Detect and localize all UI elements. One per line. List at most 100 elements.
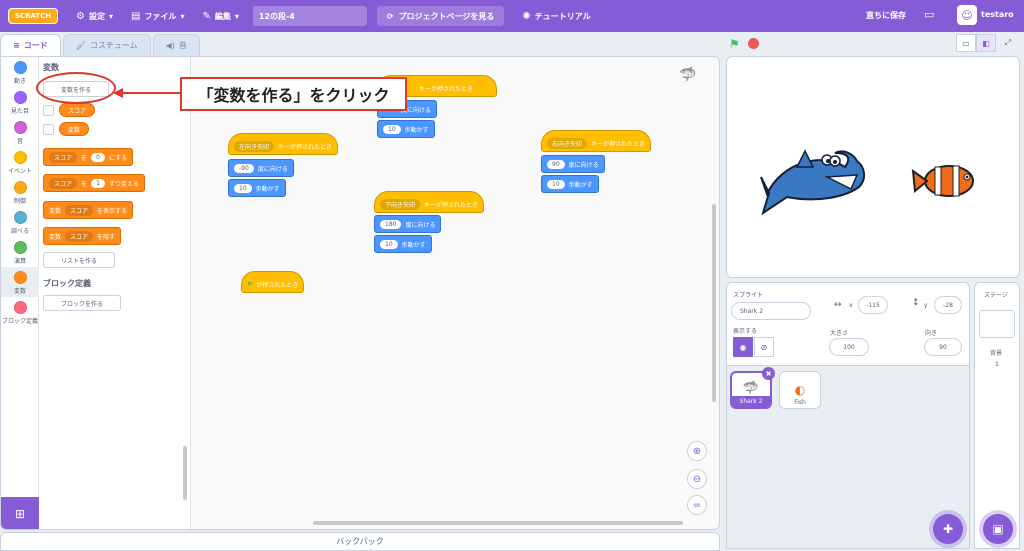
- avatar[interactable]: ☺: [957, 5, 977, 25]
- tutorial-button[interactable]: ✺ チュートリアル: [522, 11, 590, 22]
- variable-dropdown[interactable]: スコア: [49, 177, 78, 189]
- block-text: を表示する: [97, 207, 128, 215]
- when-key-pressed-hat[interactable]: 左向き矢印 キーが押されたとき: [228, 133, 339, 155]
- backdrop-thumb[interactable]: [979, 310, 1015, 338]
- backpack[interactable]: バックパック: [0, 532, 720, 551]
- hide-sprite-button[interactable]: ⊘: [754, 337, 774, 357]
- fullscreen-button[interactable]: ⤢: [998, 34, 1018, 52]
- block-text: キーが押されたとき: [419, 85, 474, 93]
- set-variable-block[interactable]: スコア を 0 にする: [43, 148, 134, 166]
- stop-button[interactable]: [748, 38, 759, 49]
- script-horizontal-scrollbar[interactable]: [313, 521, 683, 525]
- delete-sprite-button[interactable]: ✖: [762, 367, 775, 380]
- category-operators[interactable]: 演算: [1, 241, 39, 265]
- script-area[interactable]: 左向き矢印 キーが押されたとき -90 度に向ける 10 歩動かす キーが押され…: [191, 57, 719, 529]
- annotation-arrow: [116, 92, 180, 94]
- project-page-label: プロジェクトページを見る: [398, 11, 495, 21]
- point-in-direction-block[interactable]: 90 度に向ける: [541, 155, 605, 173]
- move-steps-block[interactable]: 10 歩動かす: [228, 179, 286, 197]
- hide-variable-block[interactable]: 変数 スコア を隠す: [43, 227, 122, 245]
- when-key-pressed-hat[interactable]: 右向き矢印 キーが押されたとき: [541, 130, 652, 152]
- category-events[interactable]: イベント: [1, 151, 39, 175]
- folder-icon[interactable]: ▭: [924, 8, 935, 21]
- settings-menu[interactable]: ⚙ 設定 ▾: [76, 11, 113, 22]
- value-input[interactable]: 10: [234, 183, 252, 193]
- zoom-reset-icon: =: [692, 499, 702, 511]
- category-variables[interactable]: 変数: [1, 267, 39, 297]
- username[interactable]: testaro: [981, 10, 1014, 19]
- file-menu[interactable]: ▤ ファイル ▾: [131, 11, 184, 22]
- zoom-in-button[interactable]: ⊕: [687, 441, 707, 461]
- score-reporter[interactable]: スコア: [59, 103, 96, 117]
- variable-dropdown[interactable]: スコア: [65, 230, 94, 242]
- variable-reporter[interactable]: 変数: [59, 122, 90, 136]
- add-sprite-button[interactable]: ✚: [933, 514, 963, 544]
- category-looks[interactable]: 見た目: [1, 91, 39, 115]
- direction-input[interactable]: 90: [924, 338, 962, 356]
- value-input[interactable]: 180: [380, 219, 402, 229]
- category-sensing[interactable]: 調べる: [1, 211, 39, 235]
- make-block-button[interactable]: ブロックを作る: [43, 295, 121, 311]
- value-input[interactable]: 0: [91, 152, 106, 162]
- key-dropdown[interactable]: 下向き矢印: [380, 198, 421, 210]
- save-now-button[interactable]: 直ちに保存: [866, 11, 906, 20]
- my-blocks-dot-icon: [13, 301, 27, 314]
- tab-sounds[interactable]: ◀) 音: [152, 34, 200, 56]
- sprite-thumb-fish[interactable]: ◐ Fish: [779, 371, 821, 409]
- small-stage-button[interactable]: ▭: [956, 34, 976, 52]
- block-text: 変数: [49, 207, 62, 215]
- show-sprite-button[interactable]: ◉: [733, 337, 753, 357]
- x-input[interactable]: -115: [858, 296, 888, 314]
- tab-costumes[interactable]: 🖌 コスチューム: [62, 34, 151, 56]
- shark-sprite[interactable]: [760, 149, 865, 216]
- make-list-button[interactable]: リストを作る: [43, 252, 115, 268]
- value-input[interactable]: 90: [547, 159, 565, 169]
- point-in-direction-block[interactable]: 180 度に向ける: [374, 215, 442, 233]
- when-key-pressed-hat[interactable]: 下向き矢印 キーが押されたとき: [374, 191, 485, 213]
- zoom-reset-button[interactable]: =: [687, 495, 707, 515]
- stage[interactable]: [726, 56, 1020, 278]
- sprite-name-input[interactable]: Shark 2: [731, 302, 811, 320]
- size-input[interactable]: 100: [829, 338, 869, 356]
- show-variable-block[interactable]: 変数 スコア を表示する: [43, 201, 134, 219]
- zoom-out-button[interactable]: ⊖: [687, 469, 707, 489]
- value-input[interactable]: 1: [91, 178, 106, 188]
- variable-dropdown[interactable]: スコア: [65, 204, 94, 216]
- when-key-pressed-hat[interactable]: キーが押されたとき: [377, 75, 497, 97]
- green-flag-button[interactable]: ⚑: [729, 37, 740, 51]
- variable-checkbox[interactable]: [43, 124, 54, 135]
- move-steps-block[interactable]: 10 歩動かす: [377, 120, 435, 138]
- scratch-logo[interactable]: SCRATCH: [8, 8, 58, 24]
- palette-scrollbar[interactable]: [183, 446, 187, 500]
- key-dropdown[interactable]: 左向き矢印: [234, 140, 275, 152]
- variable-dropdown[interactable]: スコア: [49, 151, 78, 163]
- block-text: 度に向ける: [257, 165, 288, 173]
- add-backdrop-button[interactable]: ▣: [983, 514, 1013, 544]
- category-my-blocks[interactable]: ブロック定義: [1, 301, 39, 325]
- move-steps-block[interactable]: 10 歩動かす: [374, 235, 432, 253]
- category-control[interactable]: 制御: [1, 181, 39, 205]
- value-input[interactable]: 10: [380, 239, 398, 249]
- y-input[interactable]: -28: [934, 296, 962, 314]
- category-motion[interactable]: 動き: [1, 61, 39, 85]
- project-title-input[interactable]: 12の段-4: [252, 6, 367, 26]
- category-sound[interactable]: 音: [1, 121, 39, 145]
- clownfish-sprite[interactable]: [911, 165, 974, 197]
- move-steps-block[interactable]: 10 歩動かす: [541, 175, 599, 193]
- key-dropdown[interactable]: 右向き矢印: [547, 137, 588, 149]
- value-input[interactable]: 10: [547, 179, 565, 189]
- tab-code[interactable]: ≡ コード: [0, 34, 61, 56]
- point-in-direction-block[interactable]: -90 度に向ける: [228, 159, 294, 177]
- sprite-thumb-label: Fish: [794, 399, 806, 406]
- change-variable-block[interactable]: スコア を 1 ずつ変える: [43, 174, 145, 192]
- add-extension-button[interactable]: ⊞: [1, 497, 39, 529]
- value-input[interactable]: 10: [383, 124, 401, 134]
- normal-stage-button[interactable]: ◧: [976, 34, 996, 52]
- when-flag-clicked-hat[interactable]: ⚑ が押されたとき: [241, 271, 305, 293]
- project-page-button[interactable]: ⟳ プロジェクトページを見る: [376, 6, 505, 26]
- value-input[interactable]: -90: [234, 163, 254, 173]
- score-checkbox[interactable]: [43, 105, 54, 116]
- block-def-title: ブロック定義: [43, 279, 91, 288]
- edit-menu[interactable]: ✎ 編集 ▾: [202, 11, 238, 22]
- script-vertical-scrollbar[interactable]: [712, 204, 716, 402]
